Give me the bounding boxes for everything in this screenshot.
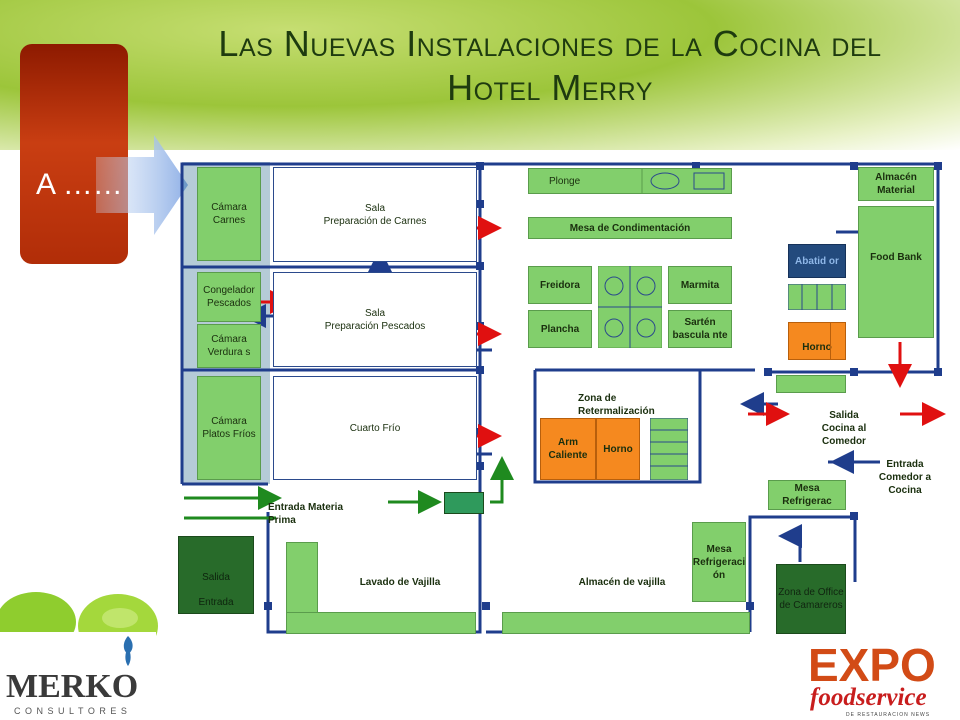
abatidor-label: Abatid or: [795, 255, 839, 267]
horno-right: Horno: [788, 322, 846, 360]
lavado-de-vajilla: Lavado de Vajilla: [340, 562, 460, 602]
pass-counter: [776, 375, 846, 393]
merko-logo-subtext: C O N S U L T O R E S: [14, 706, 128, 716]
camara-carnes-label: Cámara Carnes: [211, 202, 247, 226]
section-label: A ……: [36, 168, 123, 201]
almacen-vajilla-label: Almacén de vajilla: [578, 576, 666, 588]
congelador-label-1: Congelador: [203, 285, 255, 296]
camara-platos-label-1: Cámara: [211, 416, 247, 427]
lavado-vajilla-label: Lavado de Vajilla: [359, 576, 441, 588]
arm-caliente-label: Arm Caliente: [548, 437, 588, 461]
mesa-refrigeracion: Mesa Refrigeraci ón: [692, 522, 746, 602]
legend-box: Salida Entrada: [178, 536, 254, 614]
horno-center-label: Horno: [603, 443, 633, 455]
cuarto-frio: Cuarto Frío: [273, 376, 477, 480]
sala-pescados-label-1: Sala: [364, 307, 385, 319]
horno-divider: [830, 322, 831, 360]
sala-pescados-label-2: Preparación Pescados: [324, 320, 426, 332]
sarten-basculante: Sartén bascula nte: [668, 310, 732, 348]
expo-logo-tiny: DE RESTAURACION NEWS: [846, 712, 931, 718]
merko-logo-text: MERKO: [6, 668, 139, 705]
salida-cocina-label: Salida Cocina al Comedor: [821, 409, 867, 447]
zona-retermalizacion: Zona de Retermalización: [578, 390, 688, 420]
header-banner: [0, 0, 960, 150]
horno-right-label: Horno: [802, 341, 832, 353]
plancha-label: Plancha: [540, 323, 580, 335]
zona-office-camareros: Zona de Office de Camareros: [776, 564, 846, 634]
zona-office-label: Zona de Office de Camareros: [778, 587, 844, 611]
title-line-1: Las Nuevas Instalaciones de la Cocina de…: [218, 23, 882, 64]
flame-icon: [123, 636, 133, 666]
almacen-material-label-2: Material: [877, 185, 915, 196]
chevron-arrow-icon: [96, 135, 188, 235]
sarten-label: Sartén bascula nte: [672, 317, 728, 341]
estanteria-shelf: [788, 284, 846, 310]
almacen-de-vajilla: Almacén de vajilla: [560, 562, 684, 602]
cuarto-frio-label: Cuarto Frío: [349, 422, 401, 434]
page-title: Las Nuevas Instalaciones de la Cocina de…: [150, 22, 950, 110]
marmita-label: Marmita: [680, 279, 720, 291]
marmita: Marmita: [668, 266, 732, 304]
plancha: Plancha: [528, 310, 592, 348]
legend-salida: Salida: [202, 572, 230, 583]
entrada-door: [444, 492, 484, 514]
entrada-comedor-label: Entrada Comedor a Cocina: [878, 458, 932, 496]
camara-verduras-label: Cámara Verdura s: [207, 334, 251, 358]
entrada-comedor-cocina: Entrada Comedor a Cocina: [870, 456, 940, 498]
congelador-label-2: Pescados: [207, 298, 251, 309]
lavado-mesa: [286, 612, 476, 634]
section-tab: [20, 44, 128, 264]
almacen-vajilla-mesa: [502, 612, 750, 634]
camara-platos-label-2: Platos Fríos: [202, 429, 256, 440]
armario-caliente: Arm Caliente: [540, 418, 596, 480]
title-line-2: Hotel Merry: [447, 67, 653, 108]
salida-cocina-comedor: Salida Cocina al Comedor: [812, 402, 876, 454]
expo-logo-text: EXPO: [808, 639, 936, 691]
expo-logo-subtext: foodservice: [810, 684, 927, 711]
sala-carnes-label-2: Preparación de Carnes: [323, 215, 427, 227]
freidora-label: Freidora: [539, 279, 580, 291]
freidora: Freidora: [528, 266, 592, 304]
sala-carnes-label-1: Sala: [364, 202, 385, 214]
almacen-material-label-1: Almacén: [875, 172, 917, 183]
carro-bandejas: [650, 418, 688, 480]
mesa-condimentacion: Mesa de Condimentación: [528, 217, 732, 239]
camara-verduras: Cámara Verdura s: [197, 324, 261, 368]
food-bank-label: Food Bank: [870, 252, 922, 263]
entrada-materia-label: Entrada Materia Prima: [268, 502, 344, 526]
mesa-refrigeracion-label: Mesa Refrigeraci ón: [692, 543, 746, 581]
abatidor: Abatid or: [788, 244, 846, 278]
food-bank: Food Bank: [858, 206, 934, 338]
horno-center: Horno: [596, 418, 640, 480]
merko-logo: MERKO C O N S U L T O R E S: [0, 632, 156, 720]
expo-foodservice-logo: EXPO foodservice DE RESTAURACION NEWS: [806, 640, 960, 720]
mesa-refrigerac: Mesa Refrigerac: [768, 480, 846, 510]
mesa-refrigerac-label: Mesa Refrigerac: [782, 483, 832, 507]
entrada-materia-prima: Entrada Materia Prima: [268, 500, 368, 528]
plonge-label: Plonge: [549, 175, 581, 187]
plonge-sinks: [641, 168, 725, 194]
fogones-cooktop: [598, 266, 662, 348]
plonge: Plonge: [528, 168, 732, 194]
camara-carnes: Cámara Carnes: [197, 167, 261, 261]
legend-entrada: Entrada: [198, 597, 234, 608]
zona-retermalizacion-label: Zona de Retermalización: [578, 393, 655, 417]
mesa-condimentacion-label: Mesa de Condimentación: [569, 222, 691, 234]
